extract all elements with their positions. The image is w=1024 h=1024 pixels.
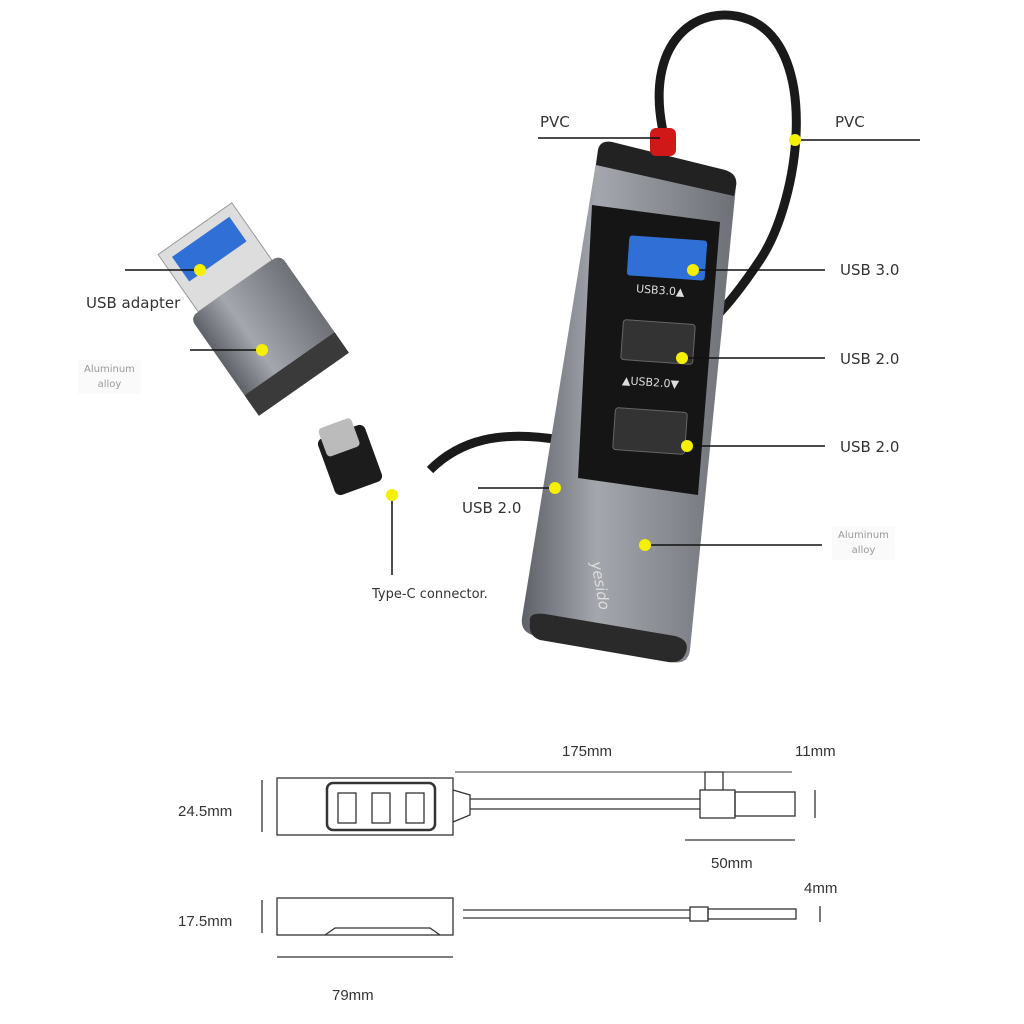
- text: Aluminum: [838, 530, 889, 541]
- usb-adapter: [157, 202, 349, 416]
- text: alloy: [851, 545, 876, 556]
- dim-plug-thickness: 11mm: [795, 743, 836, 760]
- dimension-drawings: [261, 771, 821, 958]
- dim-hub-length: 79mm: [332, 987, 374, 1004]
- cable-adapter: [426, 431, 561, 474]
- leader-lines: [125, 137, 920, 575]
- label-aluminum-right: Aluminum alloy: [832, 526, 895, 560]
- hub-body: [521, 128, 737, 663]
- label-typec: Type-C connector.: [372, 587, 488, 602]
- label-usb30: USB 3.0: [840, 261, 900, 279]
- text: alloy: [97, 379, 122, 390]
- label-aluminum-left: Aluminum alloy: [78, 360, 141, 394]
- label-usb20-b: USB 2.0: [840, 438, 900, 456]
- dim-hub-height: 24.5mm: [178, 803, 233, 820]
- dim-plug-depth: 4mm: [804, 880, 838, 897]
- usb2-port-2: [612, 407, 688, 455]
- dim-adapter-length: 50mm: [711, 855, 753, 872]
- dim-cable-length: 175mm: [562, 743, 613, 760]
- typec-connector: [317, 418, 383, 496]
- cable-loop: [654, 10, 801, 335]
- label-usb20-cable: USB 2.0: [462, 499, 522, 517]
- usb2-port-1: [620, 319, 696, 365]
- dim-hub-depth: 17.5mm: [178, 913, 233, 930]
- pvc-strain-relief: [650, 128, 676, 156]
- callout-dots: [194, 134, 801, 551]
- label-usb20-a: USB 2.0: [840, 350, 900, 368]
- text: Aluminum: [84, 364, 135, 375]
- label-pvc-right: PVC: [835, 113, 865, 131]
- label-pvc-left: PVC: [540, 113, 570, 131]
- label-usb-adapter: USB adapter: [86, 294, 181, 312]
